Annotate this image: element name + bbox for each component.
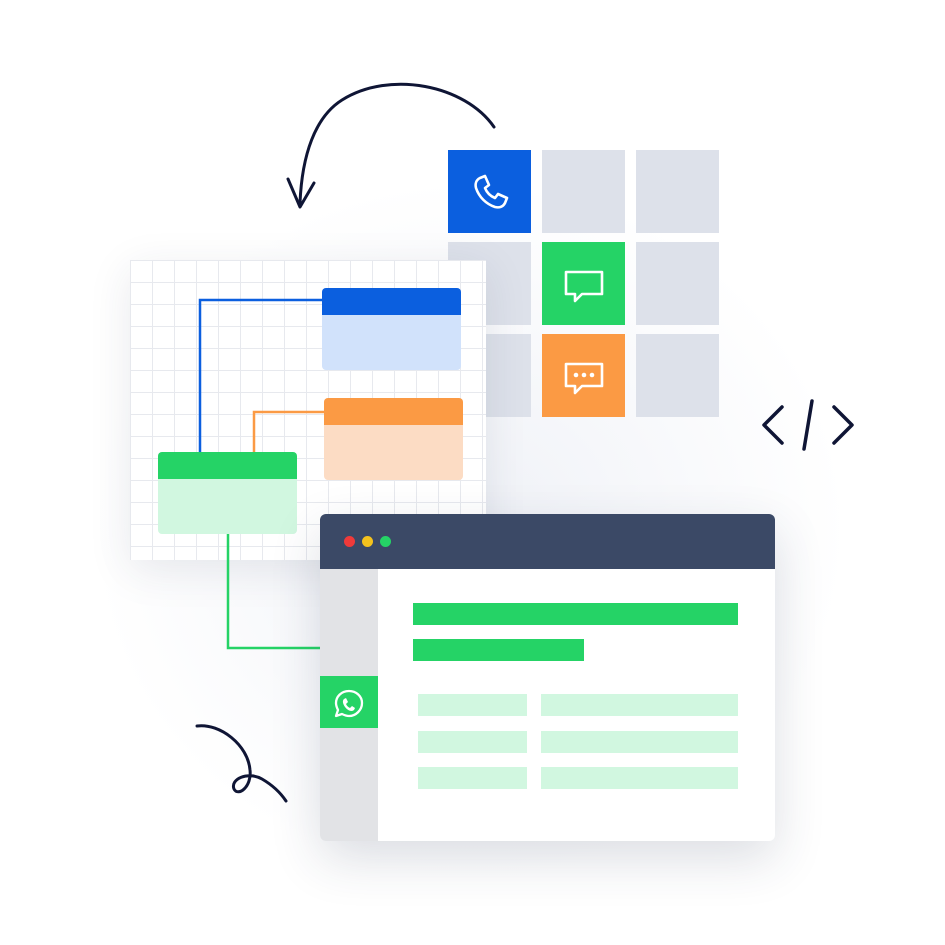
tile-empty	[636, 334, 719, 417]
browser-sidebar	[320, 569, 378, 841]
phone-icon	[474, 174, 509, 209]
whatsapp-icon	[334, 689, 364, 718]
window-close-dot[interactable]	[344, 536, 355, 547]
squiggle-decoration	[195, 724, 288, 803]
table-cell	[418, 694, 527, 716]
window-minimize-dot[interactable]	[362, 536, 373, 547]
curved-arrow-icon	[286, 82, 496, 209]
flow-node-blue[interactable]	[322, 288, 461, 370]
table-cell	[541, 731, 738, 753]
tile-chat-typing[interactable]	[542, 334, 625, 417]
browser-titlebar	[320, 514, 775, 569]
code-brackets-icon	[762, 399, 854, 451]
table-cell	[541, 694, 738, 716]
browser-window	[320, 514, 775, 841]
chat-typing-icon	[564, 362, 604, 395]
table-cell	[541, 767, 738, 789]
tile-chat[interactable]	[542, 242, 625, 325]
tile-empty	[636, 242, 719, 325]
tile-phone[interactable]	[448, 150, 531, 233]
chat-bubble-icon	[564, 270, 604, 303]
tile-empty	[636, 150, 719, 233]
tile-empty	[542, 150, 625, 233]
whatsapp-button[interactable]	[320, 676, 378, 728]
flow-node-green[interactable]	[158, 452, 297, 534]
content-subheading-bar	[413, 639, 584, 661]
flow-node-orange[interactable]	[324, 398, 463, 480]
table-cell	[418, 767, 527, 789]
table-cell	[418, 731, 527, 753]
window-maximize-dot[interactable]	[380, 536, 391, 547]
content-heading-bar	[413, 603, 738, 625]
